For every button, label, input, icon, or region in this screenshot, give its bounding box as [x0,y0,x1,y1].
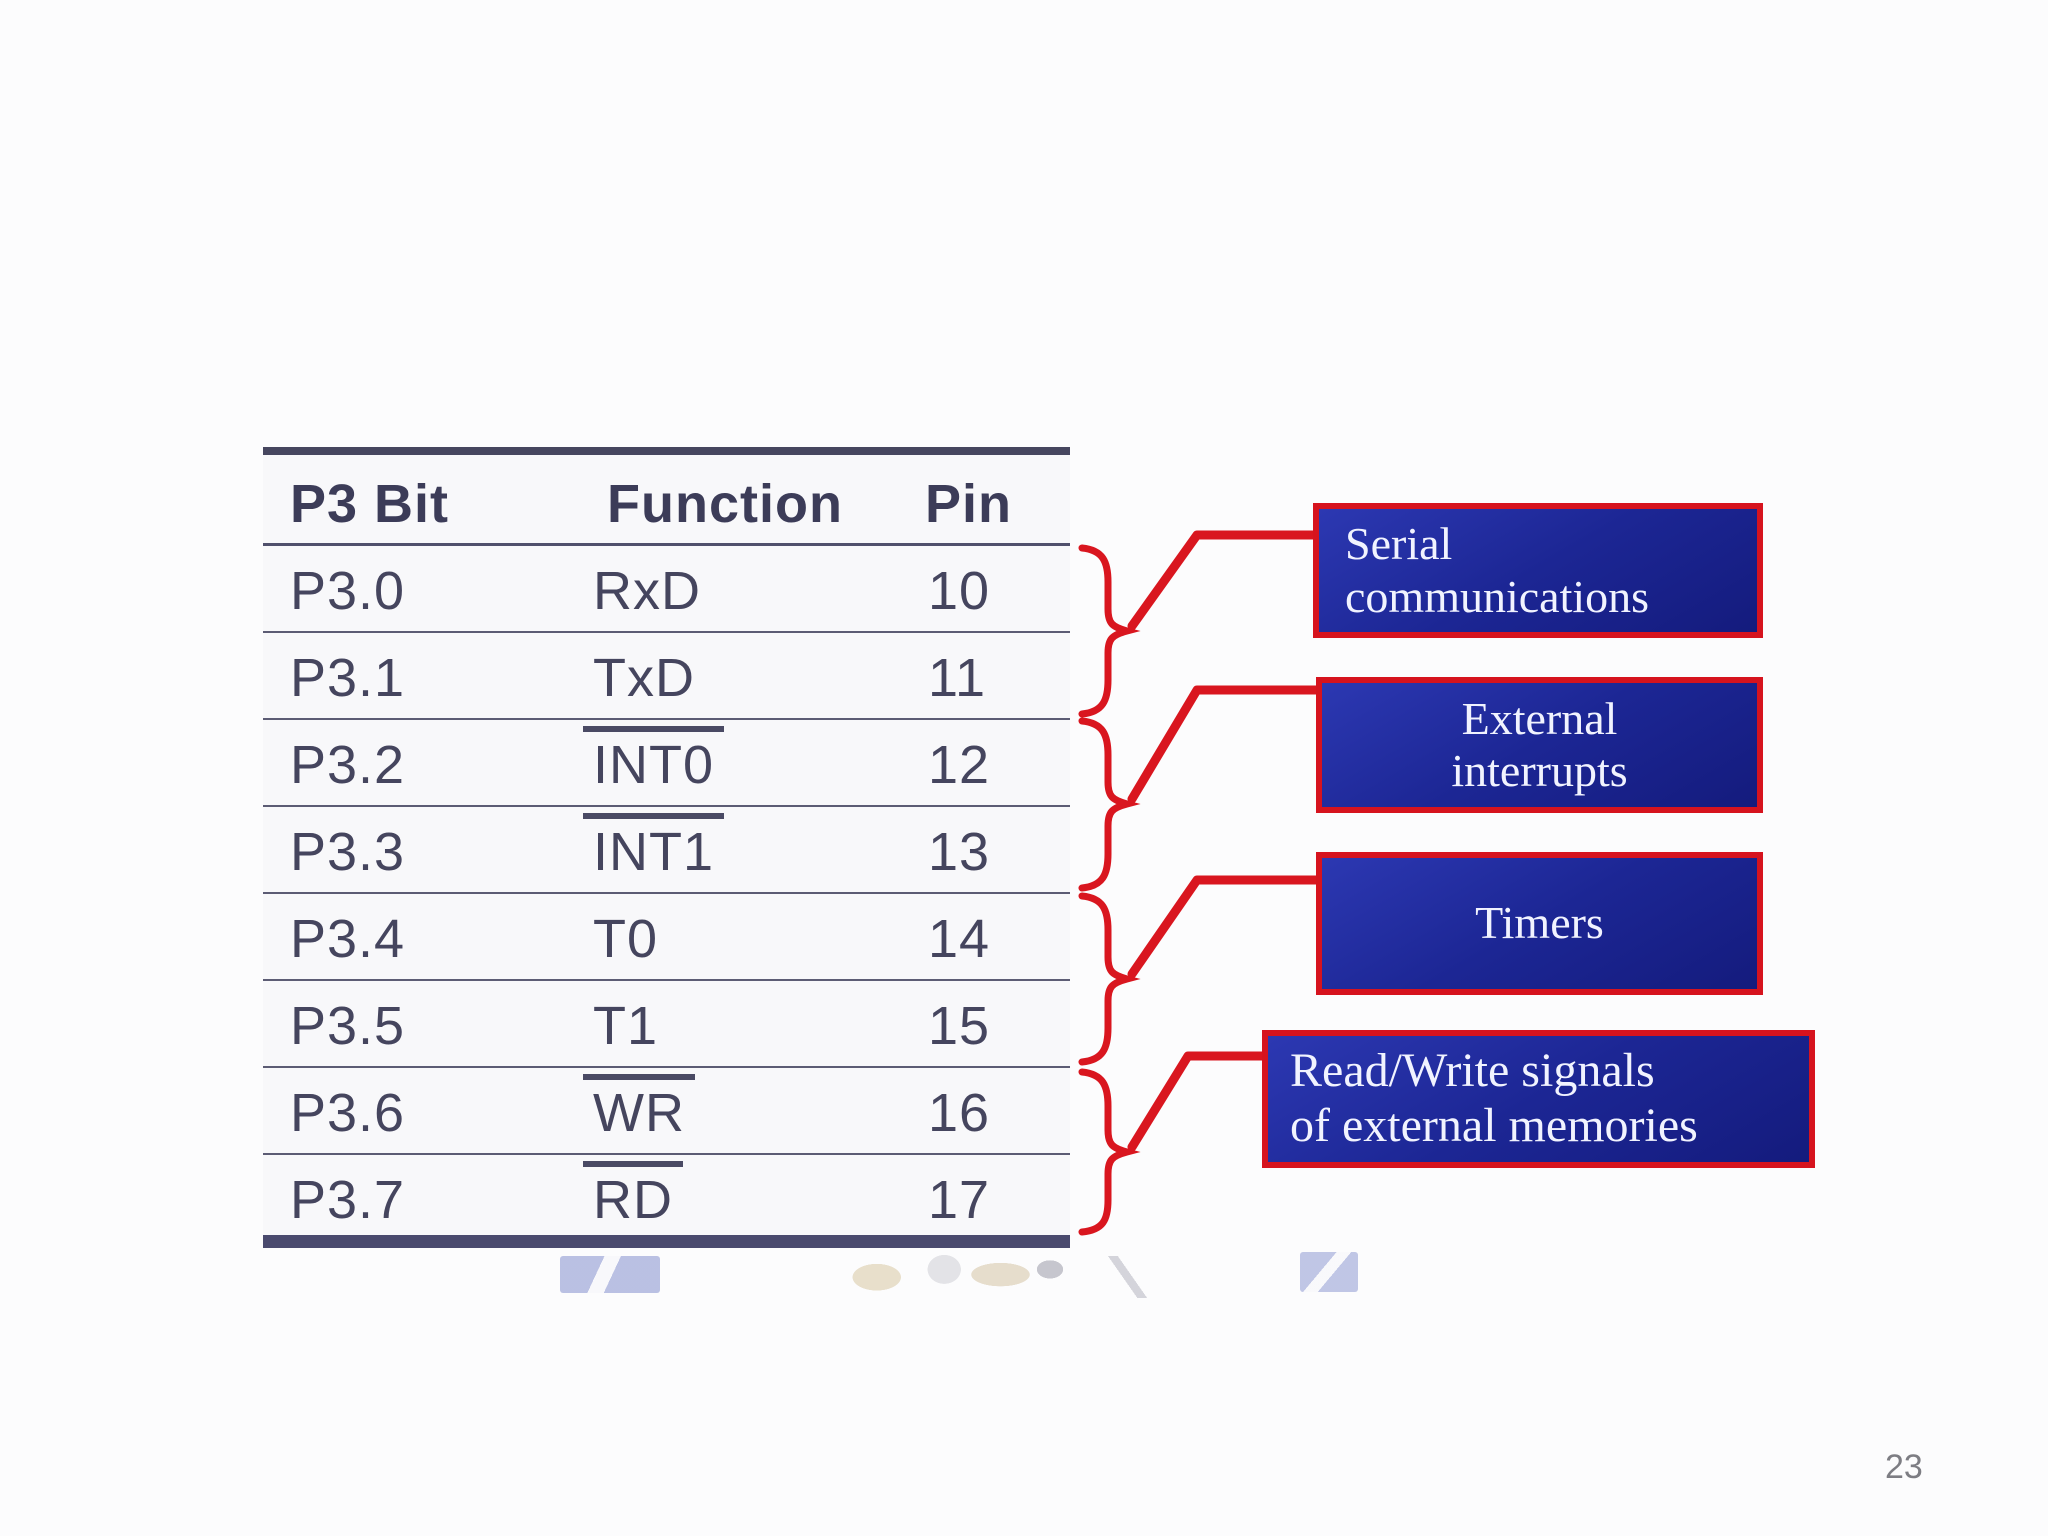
brace-readwrite [1078,1068,1141,1236]
callout-line: of external memories [1290,1099,1698,1152]
header-p3-bit: P3 Bit [290,474,450,534]
pin-cell: 14 [928,909,991,969]
table-top-border [263,447,1070,455]
callout-external-interrupts: External interrupts [1316,677,1763,813]
pin-cell: 11 [928,648,987,708]
brace-interrupts [1078,717,1141,892]
brace-timers [1078,892,1141,1066]
bit-cell: P3.3 [290,822,406,882]
bit-cell: P3.4 [290,909,406,969]
bit-cell: P3.7 [290,1170,406,1230]
callout-line: interrupts [1451,745,1628,796]
pin-cell: 16 [928,1083,991,1143]
bit-cell: P3.6 [290,1083,406,1143]
table-row: P3.1 TxD 11 [263,633,1070,720]
bit-cell: P3.5 [290,996,406,1056]
function-cell: INT0 [583,726,725,796]
callout-serial-communications: Serial communications [1313,503,1763,638]
connector-timers [1127,875,1324,979]
pin-cell: 15 [928,996,991,1056]
bit-cell: P3.1 [290,648,406,708]
table-row: P3.0 RxD 10 [263,546,1070,633]
watermark-grey-stroke [1098,1256,1158,1298]
callout-timers: Timers [1316,852,1763,995]
brace-serial [1078,544,1141,718]
watermark-blue-glyph [560,1256,660,1293]
function-cell: WR [583,1074,695,1144]
function-cell: TxD [593,648,695,708]
pin-cell: 12 [928,735,991,795]
watermark-blue-glyph-2 [1300,1252,1358,1292]
table-row: P3.6 WR 16 [263,1068,1070,1155]
pin-cell: 10 [928,561,991,621]
table-row: P3.7 RD 17 [263,1155,1070,1235]
function-cell: RxD [593,561,701,621]
function-cell: INT1 [583,813,725,883]
pin-cell: 17 [928,1170,991,1230]
table-rows: P3.0 RxD 10 P3.1 TxD 11 P3.2 INT0 12 P3.… [263,546,1070,1235]
callout-line: communications [1345,570,1650,622]
watermark-scribble [843,1246,1068,1298]
connector-readwrite [1127,1051,1270,1152]
header-pin: Pin [925,474,1013,534]
callout-line: Serial [1345,518,1453,570]
page-number: 23 [1885,1448,1923,1486]
table-row: P3.4 T0 14 [263,894,1070,981]
function-cell: RD [583,1161,683,1231]
table-row: P3.5 T1 15 [263,981,1070,1068]
pin-cell: 13 [928,822,991,882]
connector-serial [1127,530,1321,631]
callout-line: External [1461,692,1618,744]
bit-cell: P3.0 [290,561,406,621]
table-row: P3.3 INT1 13 [263,807,1070,894]
function-cell: T1 [593,996,659,1056]
table-bottom-border [263,1235,1070,1248]
port3-pin-table: P3 Bit Function Pin P3.0 RxD 10 P3.1 TxD… [263,447,1070,1248]
callout-line: Read/Write signals [1290,1044,1655,1098]
callout-line: Timers [1475,897,1604,949]
connector-interrupts [1127,685,1324,804]
header-function: Function [607,474,843,534]
table-row: P3.2 INT0 12 [263,720,1070,807]
bit-cell: P3.2 [290,735,406,795]
header-separator [263,543,1070,546]
table-header-row: P3 Bit Function Pin [263,455,1070,543]
function-cell: T0 [593,909,659,969]
callout-readwrite-signals: Read/Write signals of external memories [1262,1030,1815,1168]
